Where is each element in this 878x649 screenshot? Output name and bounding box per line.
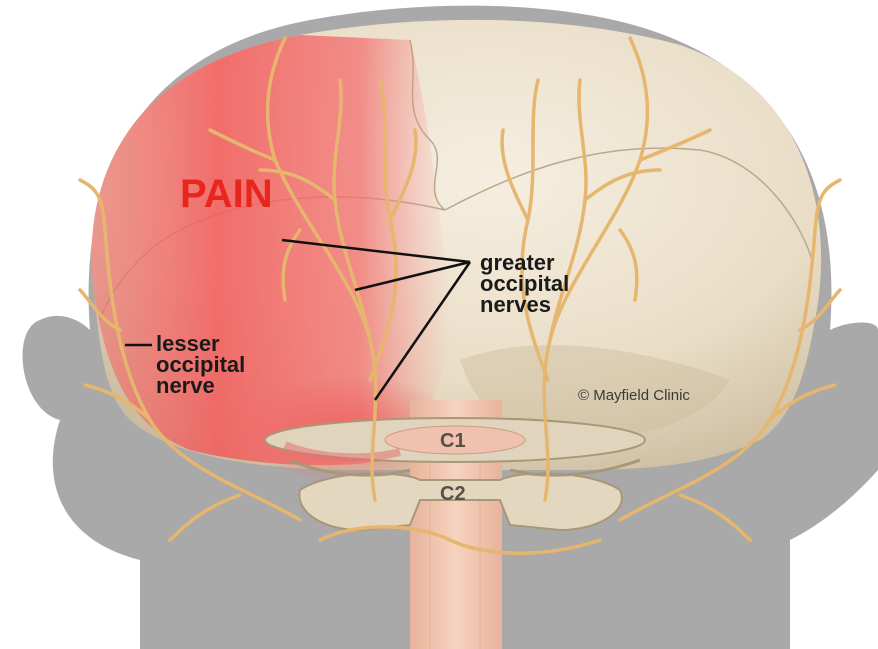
c1-label: C1 (440, 430, 466, 452)
c2-label: C2 (440, 483, 466, 505)
copyright-credit: © Mayfield Clinic (578, 387, 690, 404)
pain-label: PAIN (180, 172, 273, 216)
greater-label-line3: nerves (480, 292, 551, 317)
lesser-label-line3: nerve (156, 373, 215, 398)
